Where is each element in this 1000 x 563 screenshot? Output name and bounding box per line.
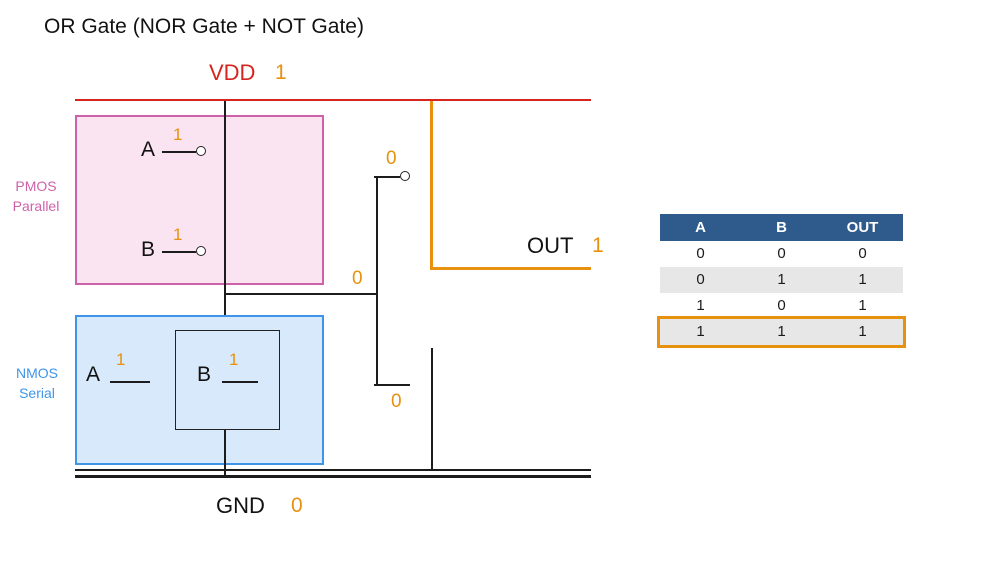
nmos-b-gate-line bbox=[222, 381, 258, 383]
inverter-output-wire-vertical bbox=[430, 101, 433, 269]
truth-table-cell: 0 bbox=[777, 245, 786, 262]
nmos-b-label: B bbox=[197, 363, 212, 386]
inverter-pmos-bubble-icon bbox=[400, 171, 410, 181]
inverter-input-wire bbox=[376, 177, 378, 386]
truth-table-row-highlighted: 1 1 1 bbox=[657, 316, 906, 348]
truth-table-cell: 1 bbox=[858, 297, 867, 314]
inverter-drain-wire bbox=[431, 348, 433, 470]
pmos-b-label: B bbox=[141, 238, 156, 261]
out-value: 1 bbox=[592, 234, 604, 257]
gnd-value: 0 bbox=[291, 494, 303, 517]
truth-table-cell: 1 bbox=[777, 323, 786, 340]
vdd-value: 1 bbox=[275, 61, 287, 84]
truth-table-cell: 1 bbox=[696, 323, 705, 340]
pmos-group-label-line2: Parallel bbox=[12, 198, 60, 215]
truth-table-header-a: A bbox=[695, 219, 706, 236]
pmos-group-label: PMOS Parallel bbox=[0, 176, 72, 217]
inverter-nmos-gate-value: 0 bbox=[391, 391, 402, 412]
pmos-a-value: 1 bbox=[173, 125, 183, 144]
truth-table-cell: 1 bbox=[858, 323, 867, 340]
pmos-b-bubble-icon bbox=[196, 246, 206, 256]
nor-output-wire bbox=[224, 293, 378, 295]
out-label: OUT bbox=[527, 233, 574, 258]
truth-table-row: 0 1 1 bbox=[660, 267, 903, 293]
nmos-group-label-line2: Serial bbox=[19, 385, 55, 402]
truth-table-header-out: OUT bbox=[846, 219, 879, 236]
inverter-output-wire-horizontal bbox=[430, 267, 591, 270]
pmos-group-label-line1: PMOS bbox=[15, 178, 57, 194]
nmos-group-label-line1: NMOS bbox=[16, 365, 58, 381]
nor-output-value: 0 bbox=[352, 268, 363, 289]
truth-table-row: 1 0 1 bbox=[660, 293, 903, 319]
vdd-label: VDD bbox=[209, 60, 256, 85]
nmos-serial-box bbox=[175, 330, 280, 430]
pmos-a-bubble-icon bbox=[196, 146, 206, 156]
nmos-group-box bbox=[75, 315, 324, 465]
pmos-b-value: 1 bbox=[173, 225, 183, 244]
nmos-b-value: 1 bbox=[229, 350, 239, 369]
inverter-nmos-gate-line bbox=[374, 384, 410, 386]
gnd-rail-top bbox=[75, 469, 591, 471]
pmos-a-gate-line bbox=[162, 151, 196, 153]
vdd-rail bbox=[75, 99, 591, 101]
pmos-a-label: A bbox=[141, 138, 156, 161]
nmos-a-gate-line bbox=[110, 381, 150, 383]
truth-table-cell: 1 bbox=[858, 271, 867, 288]
pullup-wire bbox=[224, 101, 226, 332]
nmos-a-label: A bbox=[86, 363, 101, 386]
truth-table-cell: 0 bbox=[858, 245, 867, 262]
pulldown-wire bbox=[224, 430, 226, 477]
nmos-a-value: 1 bbox=[116, 350, 126, 369]
nmos-group-label: NMOS Serial bbox=[0, 363, 74, 404]
pmos-group-box bbox=[75, 115, 324, 285]
gnd-label: GND bbox=[216, 493, 265, 518]
inverter-pmos-gate-line bbox=[374, 176, 400, 178]
truth-table-cell: 1 bbox=[777, 271, 786, 288]
pmos-b-gate-line bbox=[162, 251, 196, 253]
inverter-pmos-gate-value: 0 bbox=[386, 148, 397, 169]
truth-table-header-row: A B OUT bbox=[660, 214, 903, 241]
truth-table-row: 0 0 0 bbox=[660, 241, 903, 267]
gnd-rail-bottom bbox=[75, 475, 591, 478]
page-title: OR Gate (NOR Gate + NOT Gate) bbox=[44, 15, 364, 38]
truth-table-cell: 1 bbox=[696, 297, 705, 314]
truth-table-header-b: B bbox=[776, 219, 787, 236]
truth-table-cell: 0 bbox=[696, 271, 705, 288]
truth-table-cell: 0 bbox=[696, 245, 705, 262]
truth-table: A B OUT 0 0 0 0 1 1 1 0 1 1 1 1 bbox=[657, 214, 906, 348]
truth-table-cell: 0 bbox=[777, 297, 786, 314]
